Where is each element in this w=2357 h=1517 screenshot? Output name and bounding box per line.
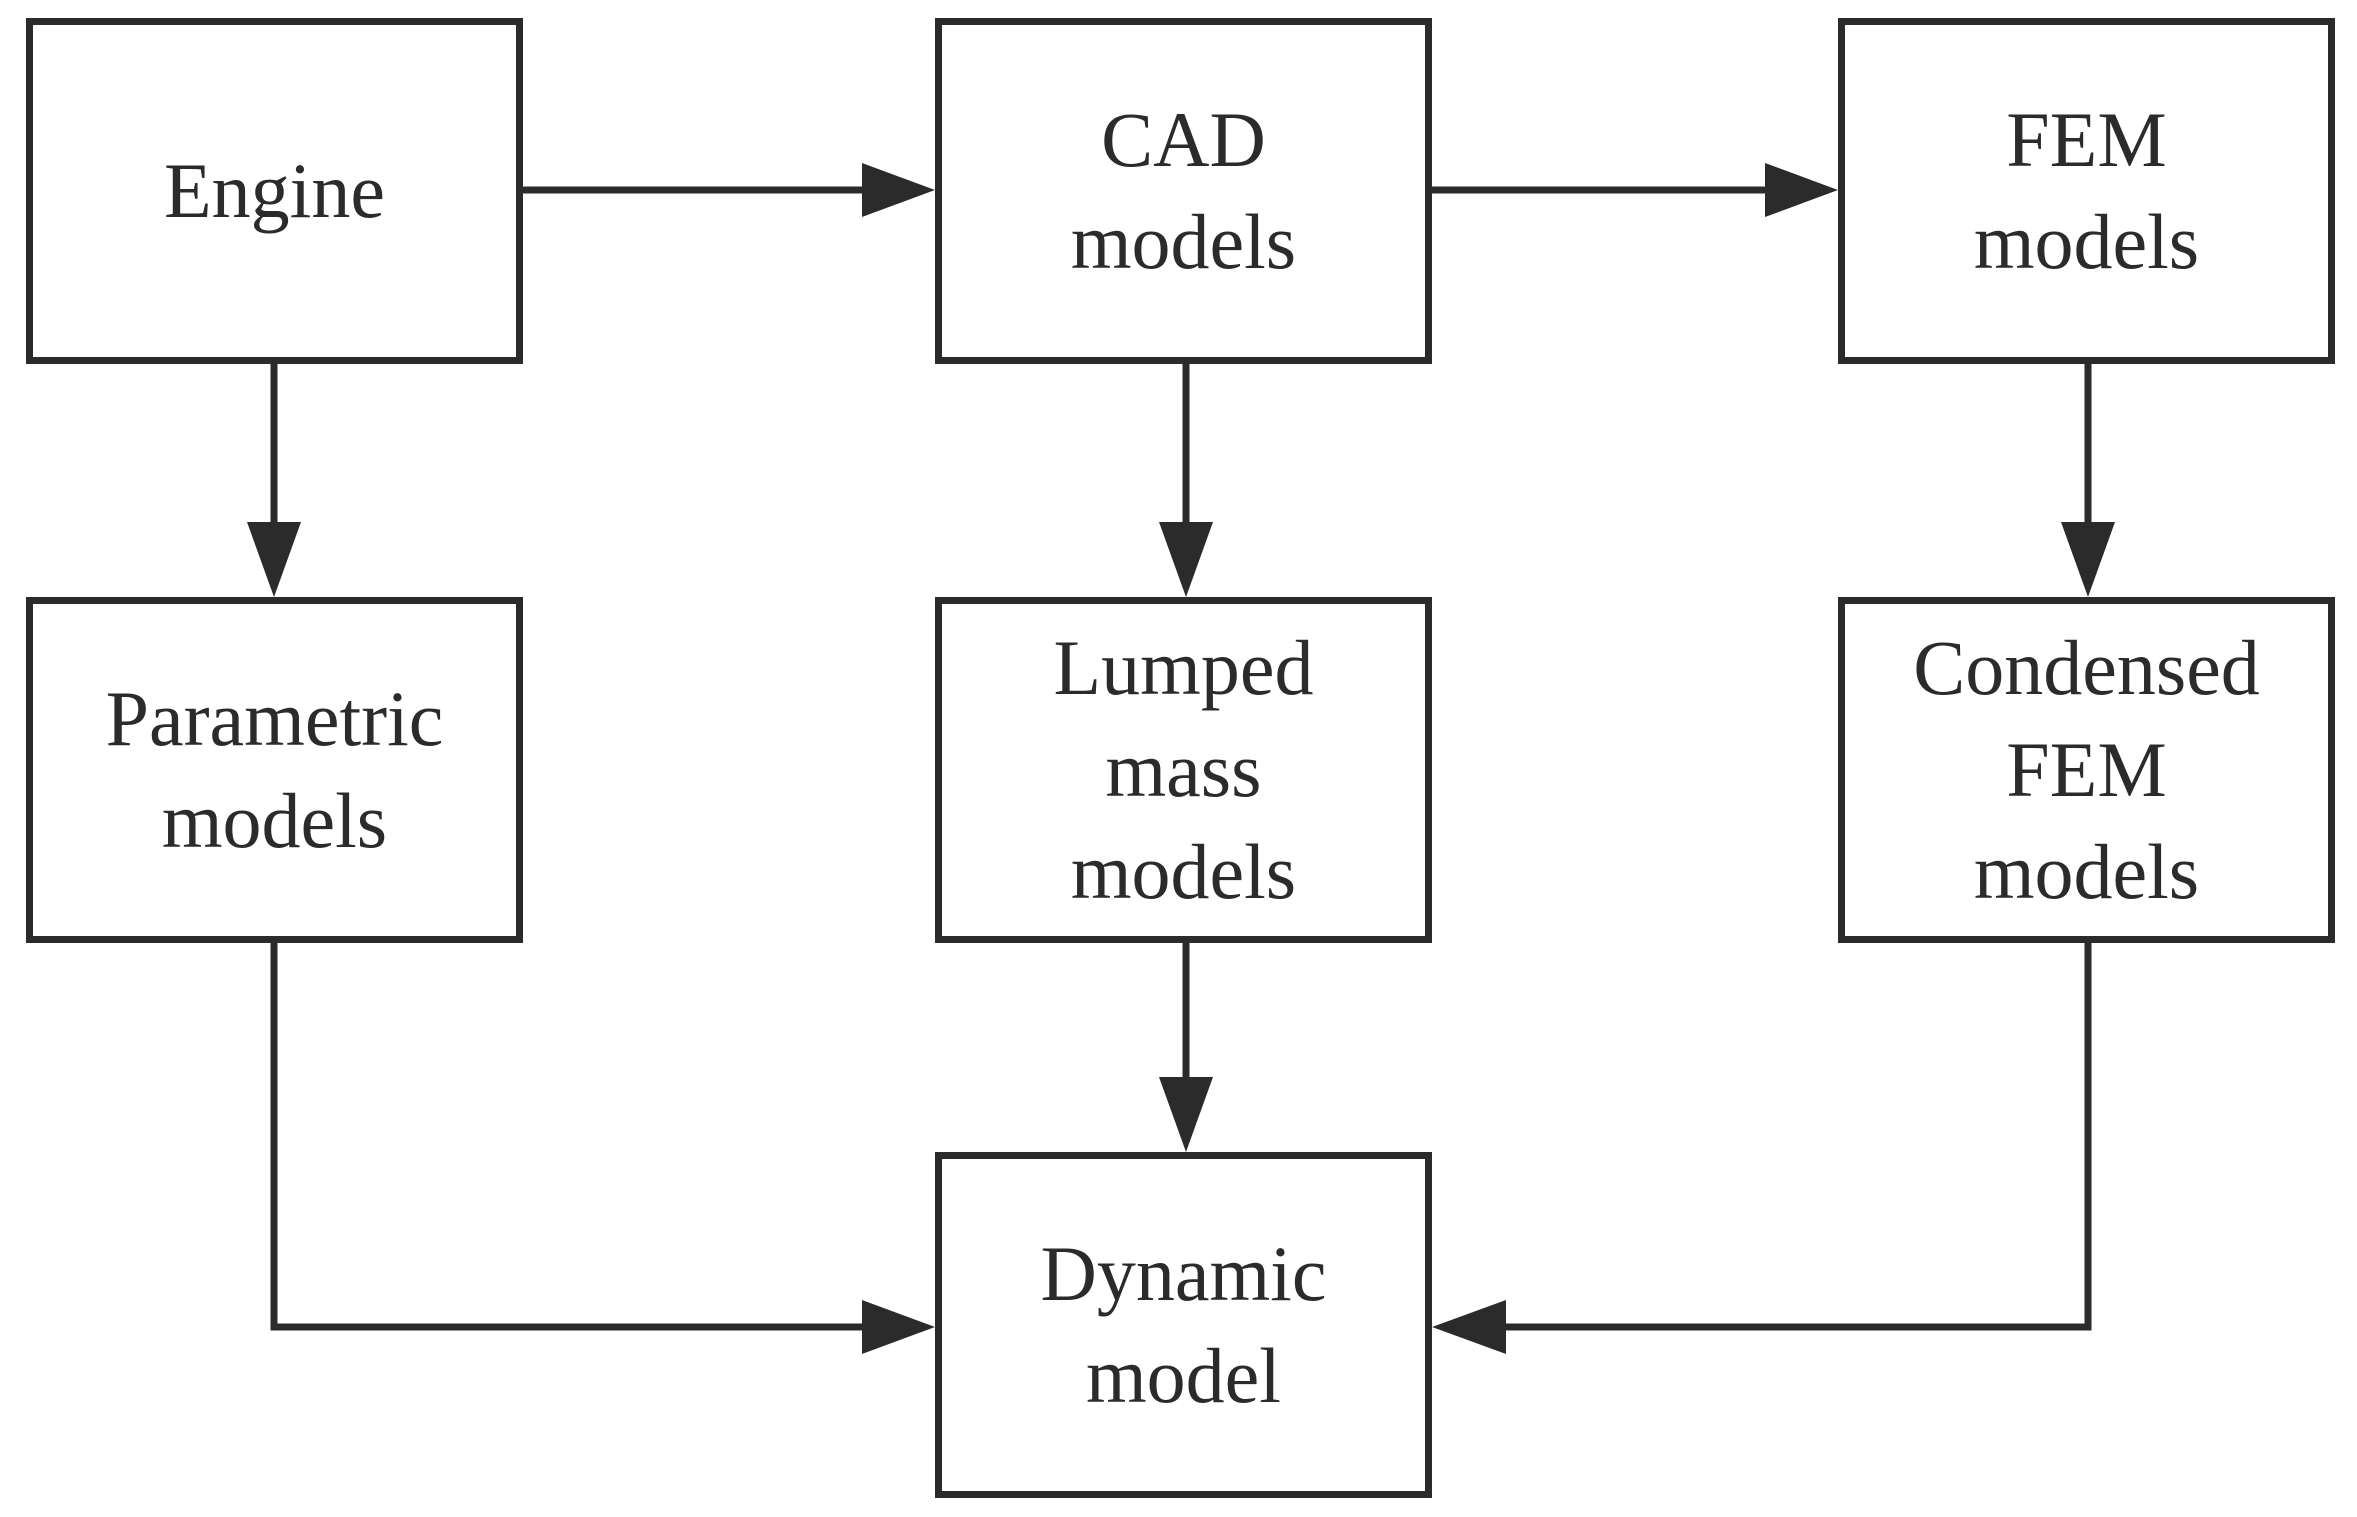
node-dynamic-model-label: Dynamic model [1040, 1230, 1327, 1419]
node-lumped-mass-models: Lumped mass models [935, 597, 1432, 943]
edge-engine-parametric [247, 364, 301, 597]
node-condensed-fem-models: Condensed FEM models [1838, 597, 2335, 943]
edge-fem-condensed [2061, 364, 2115, 597]
edge-engine-cad [523, 163, 935, 217]
node-cad-models-label: CAD models [1070, 96, 1297, 285]
node-condensed-fem-models-label: Condensed FEM models [1913, 624, 2260, 915]
node-parametric-models: Parametric models [26, 597, 523, 943]
edge-parametric-dynamic [270, 943, 935, 1354]
node-lumped-mass-models-label: Lumped mass models [1053, 624, 1314, 915]
node-cad-models: CAD models [935, 18, 1432, 364]
node-fem-models-label: FEM models [1973, 96, 2200, 285]
edge-cad-lumped [1159, 364, 1213, 597]
node-parametric-models-label: Parametric models [105, 675, 444, 864]
node-fem-models: FEM models [1838, 18, 2335, 364]
node-engine: Engine [26, 18, 523, 364]
node-engine-label: Engine [164, 147, 385, 234]
edge-lumped-dynamic [1159, 943, 1213, 1152]
edge-condensed-dynamic [1432, 943, 2092, 1354]
node-dynamic-model: Dynamic model [935, 1152, 1432, 1498]
edge-cad-fem [1432, 163, 1838, 217]
